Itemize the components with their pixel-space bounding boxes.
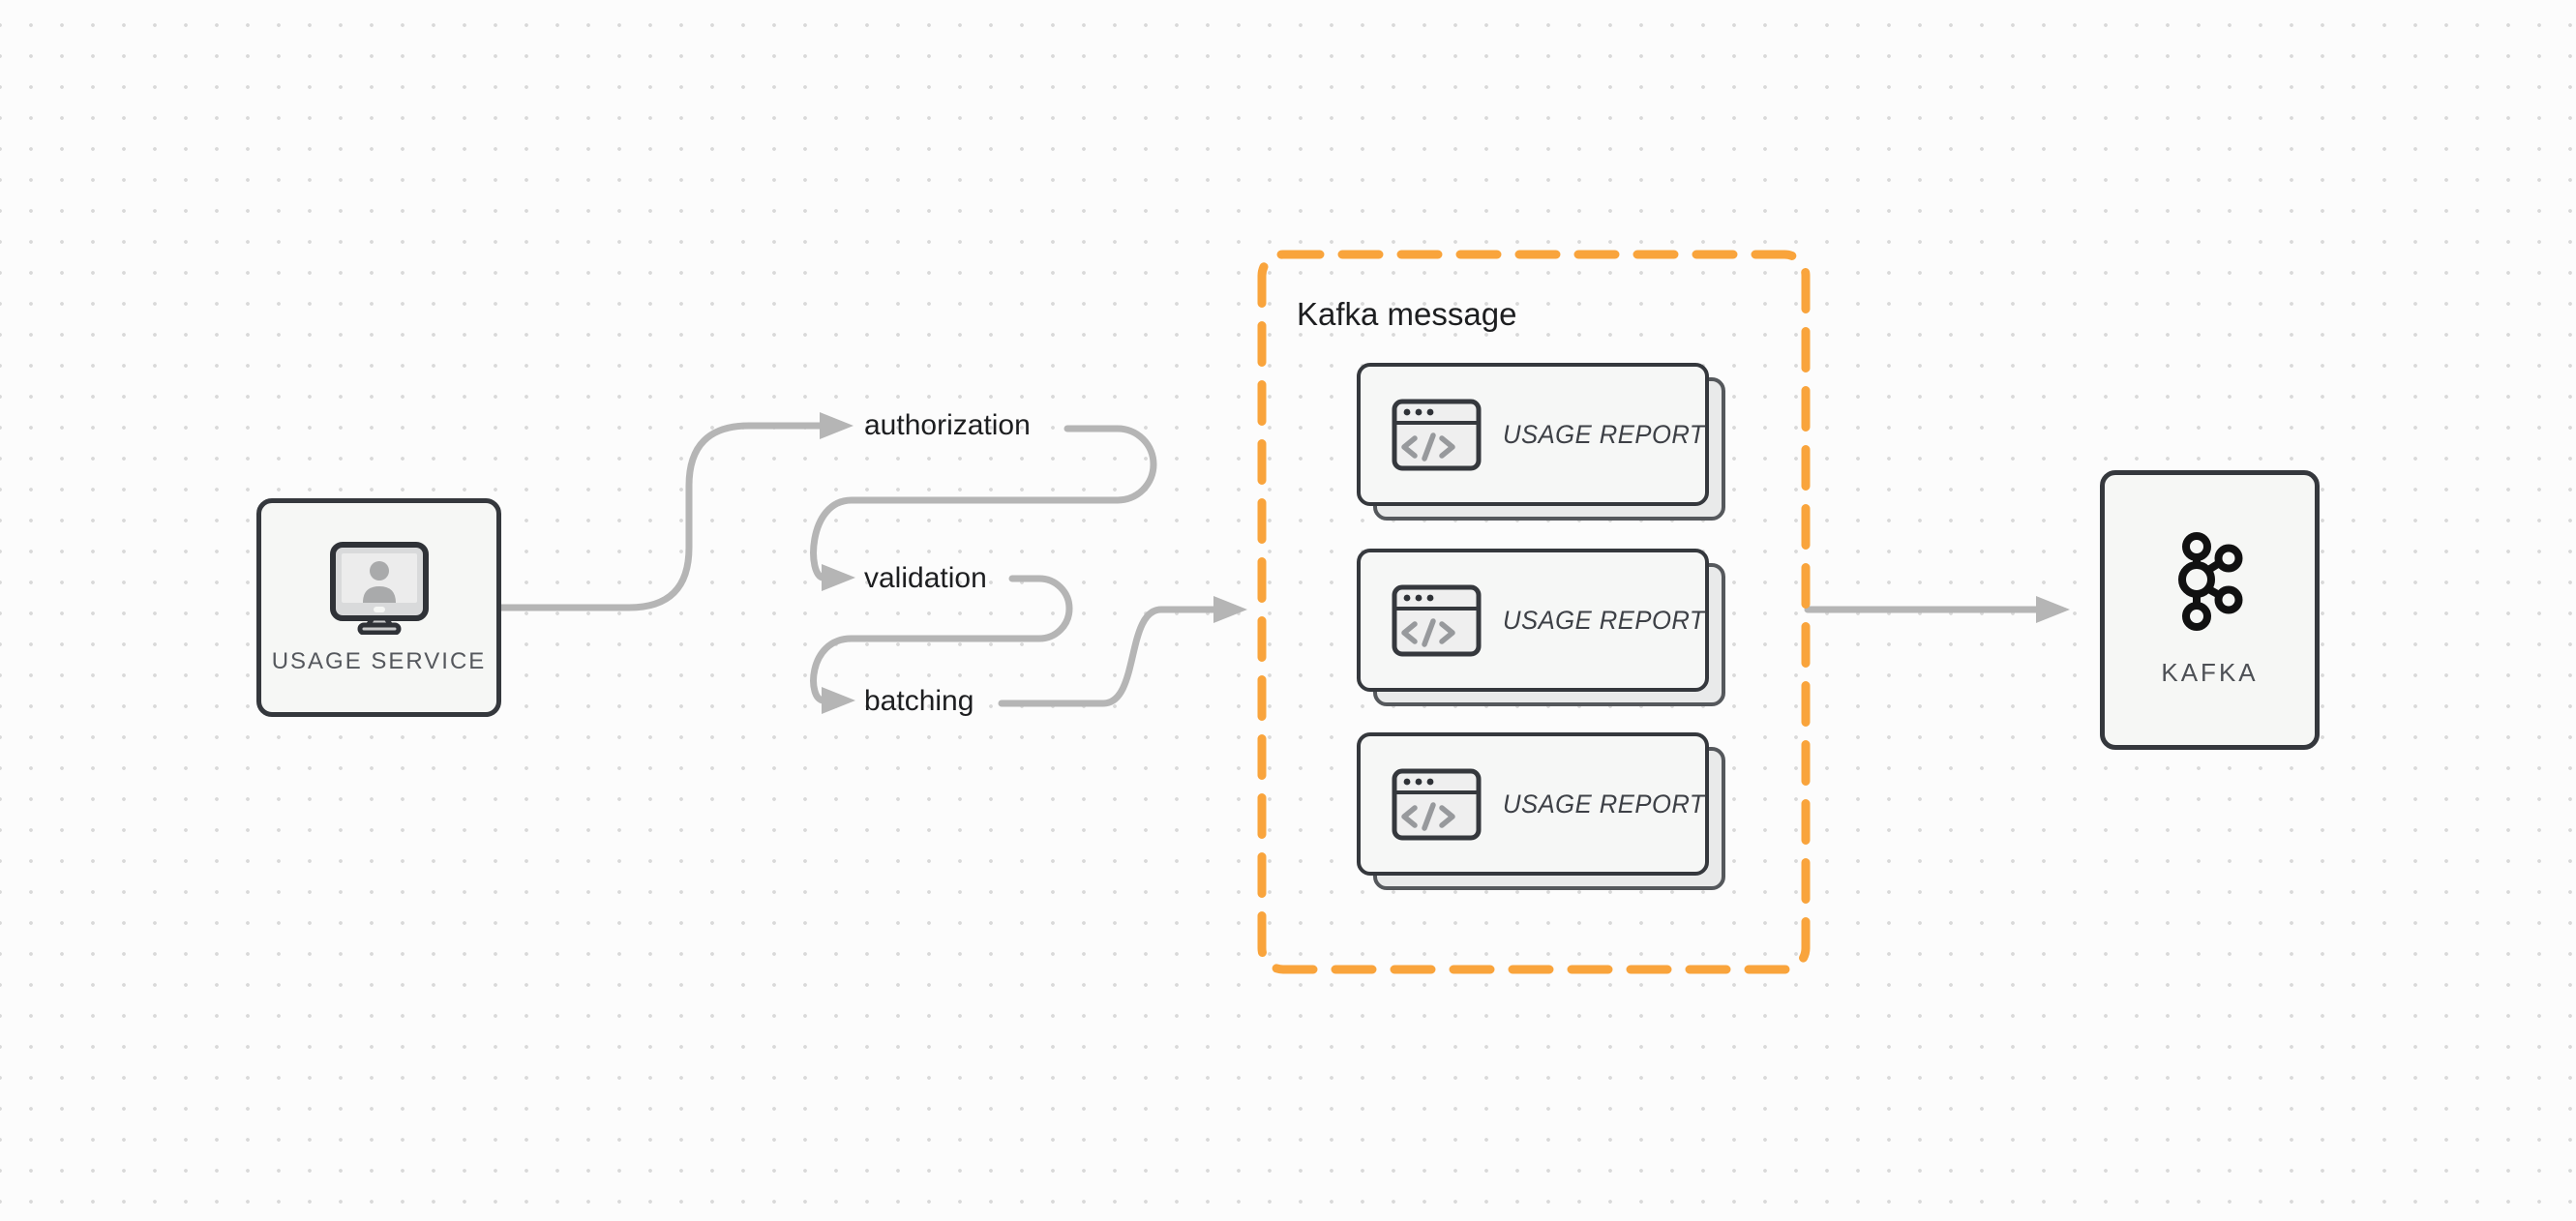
step-label-authorization: authorization — [864, 409, 1031, 441]
usage-report-card: USAGE REPORT — [1357, 549, 1725, 706]
kafka-message-dashed-border — [1257, 250, 1811, 974]
usage-service-label: USAGE SERVICE — [271, 648, 487, 674]
kafka-label: KAFKA — [2161, 658, 2259, 687]
user-monitor-icon — [329, 542, 429, 635]
connector-batching-to-group — [998, 596, 1247, 707]
code-window-icon — [1392, 768, 1482, 840]
connector-authorization-to-validation — [810, 425, 1157, 591]
usage-report-card: USAGE REPORT — [1357, 732, 1725, 890]
usage-report-label: USAGE REPORT — [1503, 605, 1706, 635]
usage-report-card: USAGE REPORT — [1357, 363, 1725, 521]
usage-report-label: USAGE REPORT — [1503, 789, 1706, 819]
connector-validation-to-batching — [810, 575, 1073, 714]
kafka-node: KAFKA — [2100, 470, 2320, 750]
usage-report-label: USAGE REPORT — [1503, 419, 1706, 449]
code-window-icon — [1392, 584, 1482, 656]
step-label-batching: batching — [864, 685, 974, 717]
step-label-validation: validation — [864, 562, 987, 594]
connector-service-to-authorization — [496, 412, 854, 611]
code-window-icon — [1392, 399, 1482, 470]
usage-service-node: USAGE SERVICE — [256, 498, 501, 717]
kafka-message-group-title: Kafka message — [1297, 296, 1517, 332]
kafka-logo-icon — [2177, 532, 2242, 631]
